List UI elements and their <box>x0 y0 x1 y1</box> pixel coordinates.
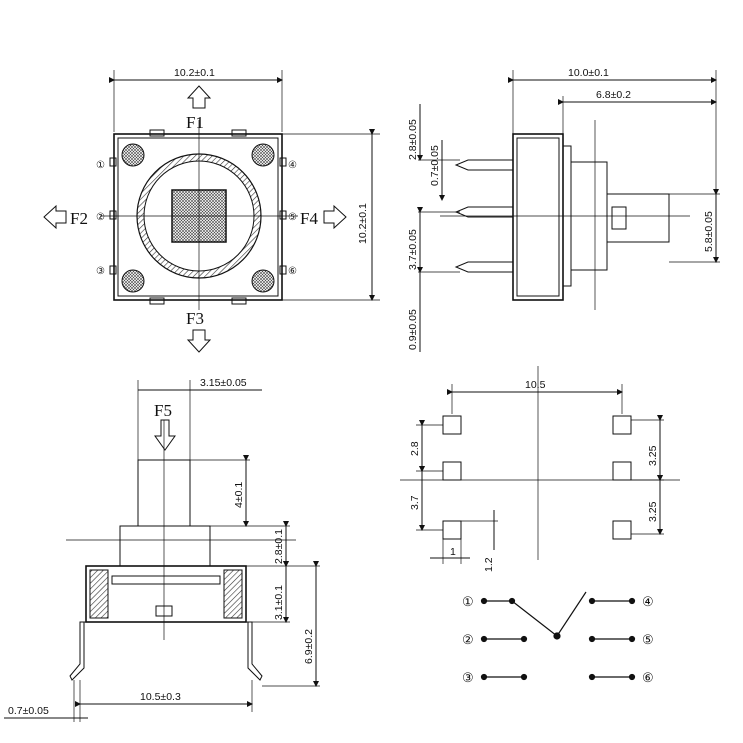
footprint-pad-w: 1 <box>450 546 456 558</box>
force-f2: F2 <box>70 209 88 228</box>
schematic-pin-6: ⑥ <box>642 670 654 685</box>
front-total-height: 6.9±0.2 <box>303 629 315 664</box>
footprint-left-top: 2.8 <box>409 441 421 456</box>
front-cap-height: 2.8±0.1 <box>273 529 285 564</box>
side-pitch-top: 2.8±0.05 <box>407 119 419 160</box>
front-view: 3.15±0.05 F5 4±0.1 2.8±0.1 3.1±0.1 <box>4 377 320 722</box>
front-shaft-dim: 3.15±0.05 <box>200 377 247 389</box>
schematic-pin-2: ② <box>462 632 474 647</box>
top-view: 10.2±0.1 10.2±0.1 <box>43 67 380 353</box>
schematic-pin-3: ③ <box>462 670 474 685</box>
side-view: 10.0±0.1 6.8±0.2 2.8±0.05 0.7±0.05 3.7±0… <box>407 67 720 352</box>
schematic: ① ② ③ ④ ⑤ ⑥ <box>462 591 654 685</box>
arrow-left-icon <box>43 204 67 230</box>
pin-number-3: ③ <box>96 266 105 277</box>
arrow-right-icon <box>323 204 347 230</box>
footprint-pads <box>442 415 632 540</box>
corner-post <box>251 269 275 293</box>
force-f3: F3 <box>186 309 204 328</box>
side-shaft-width: 6.8±0.2 <box>596 89 631 101</box>
footprint-width: 10.5 <box>525 379 546 391</box>
top-width-dim: 10.2±0.1 <box>174 67 215 79</box>
footprint-pad-h: 1.2 <box>483 557 495 572</box>
corner-post <box>121 143 145 167</box>
force-f5: F5 <box>154 401 172 420</box>
corner-post <box>121 269 145 293</box>
footprint-left-bottom: 3.7 <box>409 495 421 510</box>
side-pitch-bottom: 3.7±0.05 <box>407 229 419 270</box>
force-f1: F1 <box>186 113 204 132</box>
side-bottom-offset: 0.9±0.05 <box>407 309 419 350</box>
schematic-pin-4: ④ <box>642 594 654 609</box>
footprint-right-bottom: 3.25 <box>647 501 659 522</box>
force-f4: F4 <box>300 209 318 228</box>
schematic-pin-5: ⑤ <box>642 632 654 647</box>
pin-number-2: ② <box>96 212 105 223</box>
footprint-right-top: 3.25 <box>647 445 659 466</box>
arrow-down-icon <box>186 329 212 353</box>
arrow-down-icon <box>154 419 176 451</box>
arrow-up-icon <box>186 85 212 109</box>
footprint-view: 10.5 2.8 3.7 3.25 3.25 1 <box>400 366 680 572</box>
corner-post <box>251 143 275 167</box>
top-height-dim: 10.2±0.1 <box>357 203 369 244</box>
front-base-width: 10.5±0.3 <box>140 691 181 703</box>
side-shaft-height: 5.8±0.05 <box>703 211 715 252</box>
front-pin-width: 0.7±0.05 <box>8 705 49 717</box>
front-stroke-dim: 4±0.1 <box>233 482 245 508</box>
pin-number-6: ⑥ <box>288 266 297 277</box>
front-body-height: 3.1±0.1 <box>273 585 285 620</box>
pin-number-1: ① <box>96 160 105 171</box>
schematic-pin-1: ① <box>462 594 474 609</box>
side-overall-width: 10.0±0.1 <box>568 67 609 79</box>
pin-number-4: ④ <box>288 160 297 171</box>
pin-number-5: ⑤ <box>288 212 297 223</box>
side-pin-offset: 0.7±0.05 <box>429 145 441 186</box>
